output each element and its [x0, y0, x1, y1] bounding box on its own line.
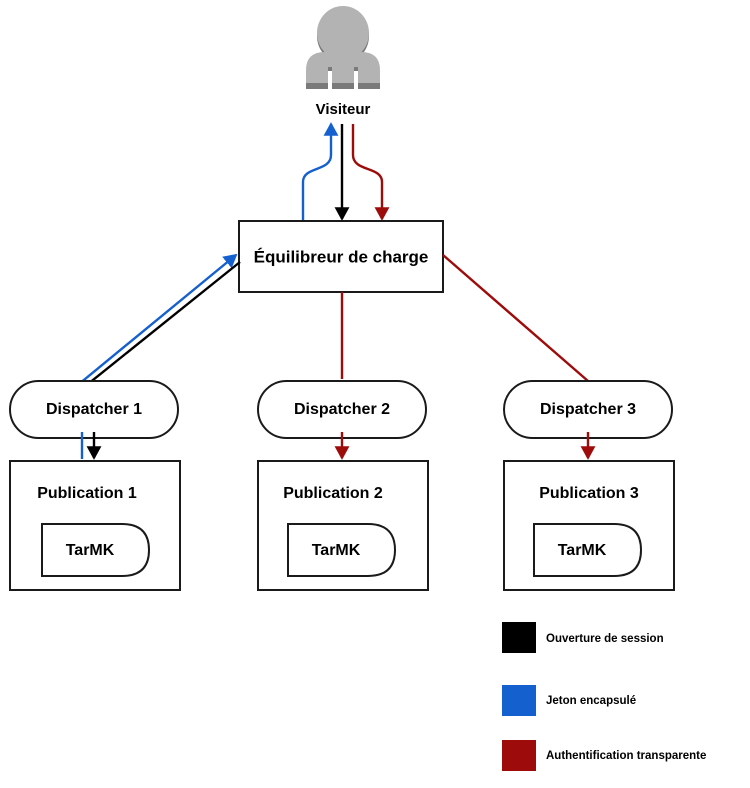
dispatcher-1-node[interactable]: Dispatcher 1: [9, 380, 179, 439]
legend-item-auth: Authentification transparente: [502, 740, 706, 771]
visitor-label: Visiteur: [316, 101, 371, 118]
dispatcher-2-label: Dispatcher 2: [294, 401, 390, 418]
publication-2-tarmk-label: TarMK: [312, 542, 361, 559]
legend-label-token: Jeton encapsulé: [546, 695, 636, 707]
session-swatch: [502, 622, 536, 653]
flow-auth-visitor-to-lb: [351, 124, 390, 221]
publication-1-label: Publication 1: [37, 485, 137, 502]
publication-3-tarmk-node[interactable]: TarMK: [533, 523, 643, 577]
publication-1-node[interactable]: Publication 1 TarMK: [9, 460, 181, 591]
auth-swatch: [502, 740, 536, 771]
dispatcher-2-node[interactable]: Dispatcher 2: [257, 380, 427, 439]
load-balancer-node[interactable]: Équilibreur de charge: [238, 220, 444, 293]
legend: Ouverture de session Jeton encapsulé Aut…: [502, 622, 706, 771]
legend-item-session: Ouverture de session: [502, 622, 664, 653]
flow-login-dispatcher1-to-lb: [87, 261, 241, 385]
publication-2-node[interactable]: Publication 2 TarMK: [257, 460, 429, 591]
legend-item-token: Jeton encapsulé: [502, 685, 636, 716]
publication-3-label: Publication 3: [539, 485, 639, 502]
publication-2-label: Publication 2: [283, 485, 383, 502]
dispatcher-3-label: Dispatcher 3: [540, 401, 636, 418]
flow-token-lb-to-visitor: [301, 122, 339, 221]
publication-3-node[interactable]: Publication 3 TarMK: [503, 460, 675, 591]
dispatcher-1-label: Dispatcher 1: [46, 401, 142, 418]
legend-label-auth: Authentification transparente: [546, 750, 706, 762]
load-balancer-label: Équilibreur de charge: [254, 247, 429, 266]
flow-auth-lb-to-dispatcher3: [442, 254, 589, 382]
token-swatch: [502, 685, 536, 716]
visitor-actor: Visiteur: [306, 6, 380, 118]
publication-1-tarmk-node[interactable]: TarMK: [41, 523, 151, 577]
publication-2-tarmk-node[interactable]: TarMK: [287, 523, 397, 577]
publication-3-tarmk-label: TarMK: [558, 542, 607, 559]
person-icon: [306, 6, 380, 89]
flow-token-dispatcher1-to-lb: [78, 253, 238, 385]
dispatcher-3-node[interactable]: Dispatcher 3: [503, 380, 673, 439]
publication-1-tarmk-label: TarMK: [66, 542, 115, 559]
legend-label-session: Ouverture de session: [546, 633, 664, 645]
